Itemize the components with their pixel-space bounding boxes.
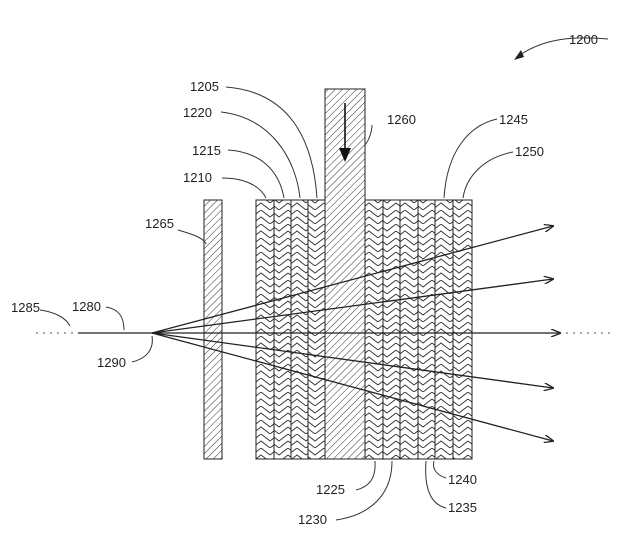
label-1210: 1210 [183, 170, 212, 185]
label-1290: 1290 [97, 355, 126, 370]
label-1230: 1230 [298, 512, 327, 527]
label-1205: 1205 [190, 79, 219, 94]
layer-1250 [453, 200, 472, 459]
label-1225: 1225 [316, 482, 345, 497]
layer-1230 [383, 200, 400, 459]
label-1215: 1215 [192, 143, 221, 158]
element-1265 [204, 200, 222, 459]
layer-1215 [274, 200, 291, 459]
layer-1245 [435, 200, 453, 459]
layer-1225 [365, 200, 383, 459]
label-1240: 1240 [448, 472, 477, 487]
label-1285: 1285 [11, 300, 40, 315]
label-1280: 1280 [72, 299, 101, 314]
label-1250: 1250 [515, 144, 544, 159]
label-1260: 1260 [387, 112, 416, 127]
layer-1240 [418, 200, 435, 459]
label-1220: 1220 [183, 105, 212, 120]
label-1235: 1235 [448, 500, 477, 515]
layer-1220 [291, 200, 308, 459]
layer-1235 [400, 200, 418, 459]
label-1200: 1200 [569, 32, 598, 47]
layer-1205 [308, 200, 325, 459]
label-1245: 1245 [499, 112, 528, 127]
layer-1210 [256, 200, 274, 459]
label-1265: 1265 [145, 216, 174, 231]
